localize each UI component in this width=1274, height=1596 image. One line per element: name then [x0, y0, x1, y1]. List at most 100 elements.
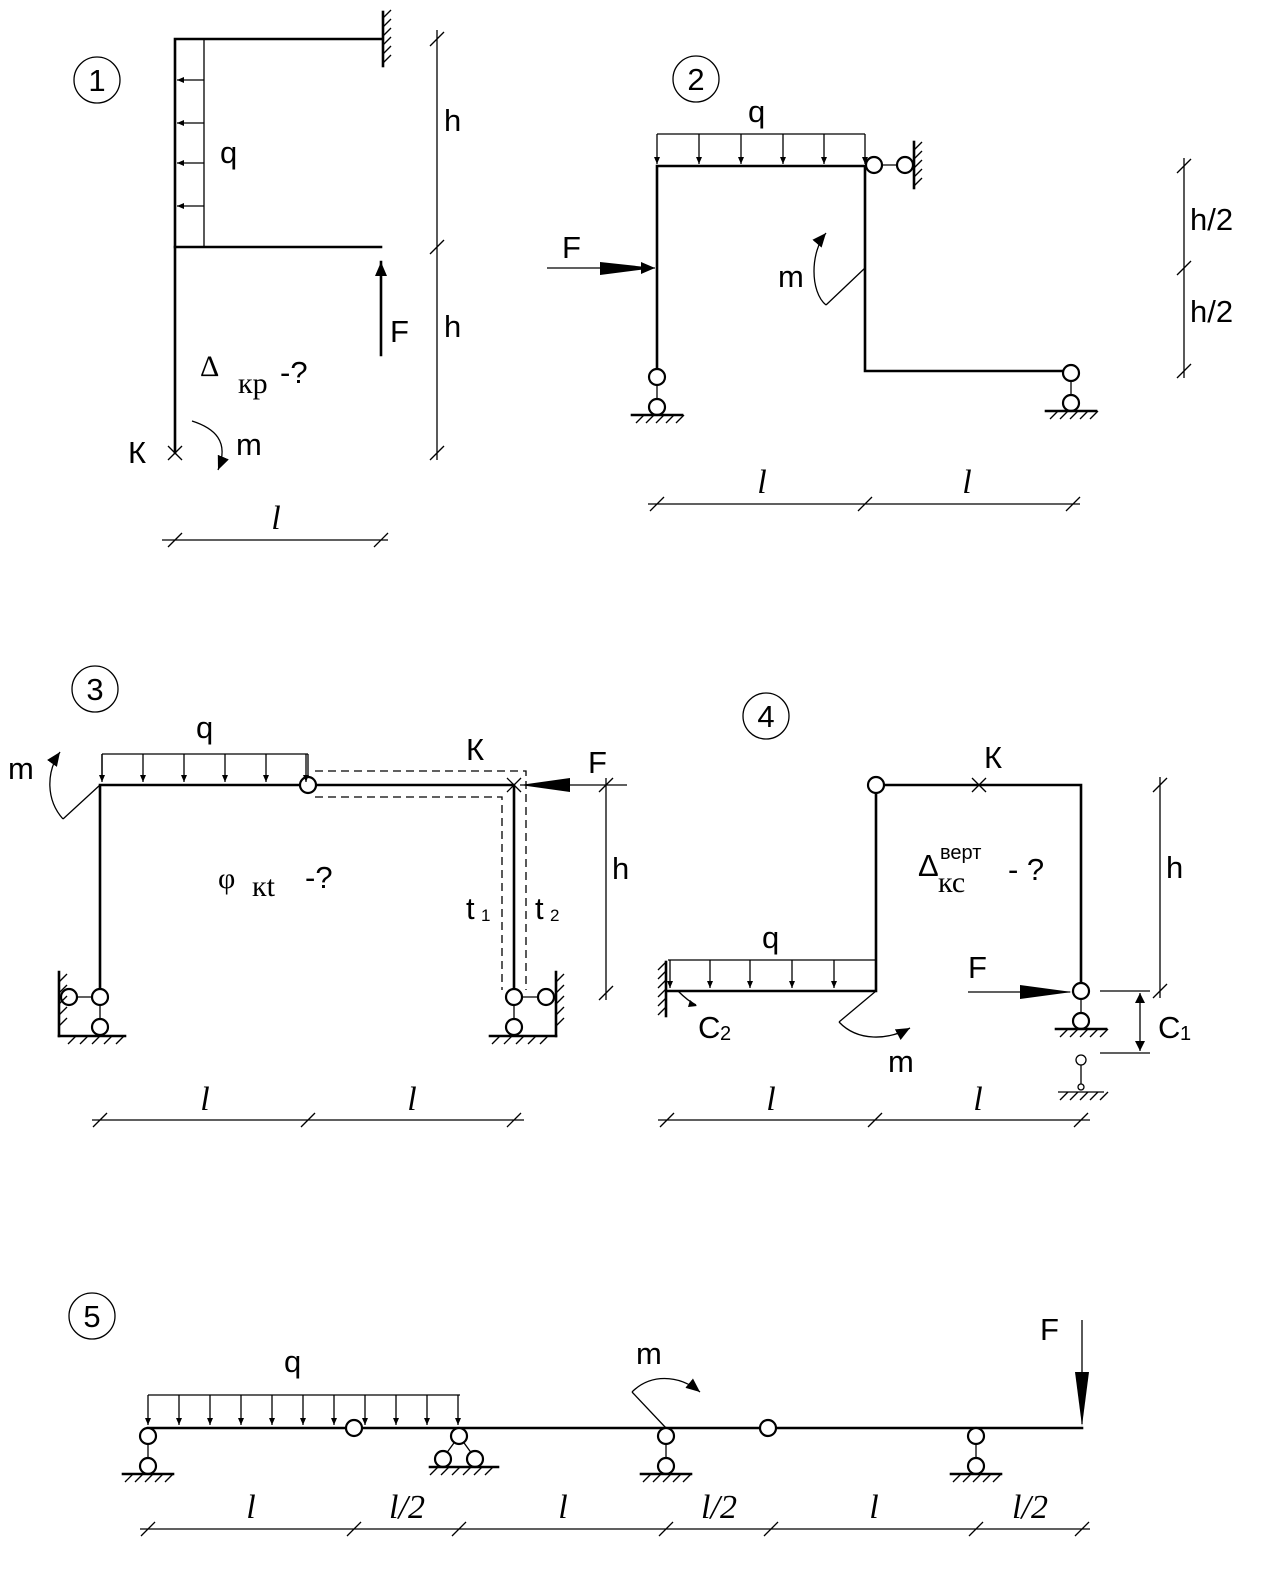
- scheme-4-horizontal-dimension: [658, 1112, 1090, 1128]
- scheme-3-t1-subscript: 1: [481, 906, 490, 925]
- scheme-4-fixed-wall: [657, 960, 697, 1018]
- scheme-4-delta-question: - ?: [1008, 852, 1044, 887]
- scheme-4-k-label: К: [984, 740, 1002, 775]
- scheme-4-l-left-label: l: [766, 1081, 775, 1118]
- scheme-3-right-support: [488, 970, 565, 1045]
- scheme-5: 5 q m F: [68, 1292, 1090, 1537]
- scheme-2-h-half-lower-label: h/2: [1190, 294, 1233, 329]
- scheme-5-support-1: [121, 1426, 175, 1483]
- scheme-4-c1-label: C: [1158, 1010, 1180, 1045]
- scheme-5-hinge-1: [344, 1418, 364, 1438]
- scheme-3-t2-subscript: 2: [550, 906, 559, 925]
- scheme-3-h-label: h: [612, 851, 629, 886]
- scheme-4-distributed-load: [667, 959, 876, 988]
- scheme-4-h-label: h: [1166, 850, 1183, 885]
- scheme-4-moment-arrow: [838, 1021, 911, 1040]
- scheme-1-moment-arrow: [191, 420, 229, 471]
- scheme-3-l-left-label: l: [200, 1081, 209, 1118]
- scheme-3: 3 q m К F: [8, 665, 629, 1128]
- scheme-1-fixed-support: [381, 9, 392, 68]
- scheme-4-force-arrowhead: [1020, 985, 1072, 999]
- scheme-2-l-left-label: l: [757, 464, 766, 501]
- scheme-3-number-circle: [71, 665, 119, 713]
- scheme-5-force-arrowhead: [1075, 1372, 1089, 1426]
- scheme-5-hinge-2: [758, 1418, 778, 1438]
- scheme-4-c1-dimension: [1100, 990, 1150, 1054]
- scheme-2-moment-arrow: [812, 232, 827, 306]
- scheme-2-horizontal-link-support: [864, 140, 923, 190]
- scheme-3-t2-label: t: [535, 891, 544, 926]
- scheme-1-m-label: m: [236, 427, 262, 462]
- scheme-5-number-circle: [68, 1292, 116, 1340]
- scheme-3-vertical-dimension: [598, 777, 614, 1001]
- scheme-2-force-arrowhead: [600, 262, 655, 275]
- scheme-5-q-label: q: [284, 1344, 301, 1379]
- scheme-1-column-and-top-beam: [173, 37, 383, 455]
- scheme-3-outer-dashed-fiber: [315, 770, 527, 990]
- scheme-3-k-label: К: [466, 732, 484, 767]
- scheme-2-horizontal-dimension: [648, 496, 1081, 512]
- scheme-2-number-circle: [672, 55, 720, 103]
- scheme-3-phi-symbol: φ: [218, 862, 235, 895]
- scheme-5-number: 5: [83, 1299, 100, 1334]
- scheme-5-distributed-load: [145, 1394, 461, 1425]
- scheme-5-moment-arrow: [631, 1377, 701, 1393]
- scheme-2-f-label: F: [562, 230, 581, 265]
- scheme-2-m-label: m: [778, 259, 804, 294]
- scheme-1-vertical-dimension: [429, 30, 445, 461]
- scheme-3-m-label: m: [8, 751, 34, 786]
- scheme-4-point-k-cross: [971, 777, 987, 793]
- scheme-4-f-label: F: [968, 950, 987, 985]
- scheme-5-f-label: F: [1040, 1312, 1059, 1347]
- scheme-1-l-label: l: [271, 500, 280, 537]
- scheme-4-c2-subscript: 2: [720, 1023, 731, 1045]
- scheme-3-force-arrowhead: [520, 778, 570, 792]
- scheme-3-moment-lever: [62, 784, 101, 820]
- scheme-1-delta-subscript: кр: [238, 367, 268, 400]
- scheme-2: 2 q F m: [547, 55, 1233, 512]
- scheme-1-horizontal-dimension: [162, 532, 389, 548]
- scheme-3-distributed-load: [99, 753, 309, 782]
- scheme-2-right-roller-support: [1044, 363, 1099, 420]
- scheme-1-point-k-cross: [167, 445, 183, 461]
- scheme-3-number: 3: [86, 672, 103, 707]
- scheme-4-right-roller-support: [1054, 981, 1109, 1038]
- scheme-2-left-roller-support: [630, 367, 685, 424]
- scheme-4: 4 q m: [657, 692, 1191, 1128]
- scheme-4-l-right-label: l: [973, 1081, 982, 1118]
- scheme-3-internal-hinge: [298, 775, 318, 795]
- scheme-4-number-circle: [742, 692, 790, 740]
- scheme-1-h-lower-label: h: [444, 309, 461, 344]
- scheme-4-m-label: m: [888, 1044, 914, 1079]
- scheme-3-moment-arrow: [47, 751, 64, 820]
- scheme-1-k-label: К: [128, 435, 146, 470]
- scheme-2-l-right-label: l: [962, 464, 971, 501]
- scheme-5-span-1-label: l: [246, 1489, 255, 1526]
- scheme-3-l-right-label: l: [407, 1081, 416, 1118]
- scheme-5-span-3-label: l: [558, 1489, 567, 1526]
- scheme-5-span-6-label: l/2: [1012, 1489, 1048, 1526]
- scheme-2-q-label: q: [748, 94, 765, 129]
- scheme-5-support-2-pinned: [428, 1426, 500, 1476]
- scheme-1: 1 q F К: [73, 9, 461, 548]
- scheme-3-inner-dashed-fiber: [315, 796, 503, 990]
- scheme-1-number: 1: [88, 63, 105, 98]
- scheme-1-distributed-load: [177, 39, 205, 247]
- scheme-3-horizontal-dimension: [92, 1112, 524, 1128]
- scheme-3-left-support: [57, 970, 127, 1045]
- scheme-5-span-5-label: l: [869, 1489, 878, 1526]
- scheme-4-vertical-dimension: [1152, 777, 1168, 999]
- scheme-5-support-4: [949, 1426, 1003, 1483]
- scheme-1-f-label: F: [390, 314, 409, 349]
- scheme-4-delta-superscript: верт: [940, 842, 981, 864]
- scheme-2-distributed-load: [654, 133, 868, 164]
- scheme-3-point-k-cross: [506, 777, 522, 793]
- scheme-2-moment-lever: [825, 267, 866, 306]
- scheme-5-horizontal-dimension: [140, 1521, 1090, 1537]
- scheme-1-number-circle: [73, 56, 121, 104]
- scheme-4-c2-label: C: [698, 1010, 720, 1045]
- scheme-2-h-half-upper-label: h/2: [1190, 202, 1233, 237]
- scheme-4-c1-subscript: 1: [1180, 1023, 1191, 1045]
- scheme-4-delta-symbol: Δ: [918, 848, 939, 883]
- scheme-2-vertical-dimension: [1176, 158, 1192, 379]
